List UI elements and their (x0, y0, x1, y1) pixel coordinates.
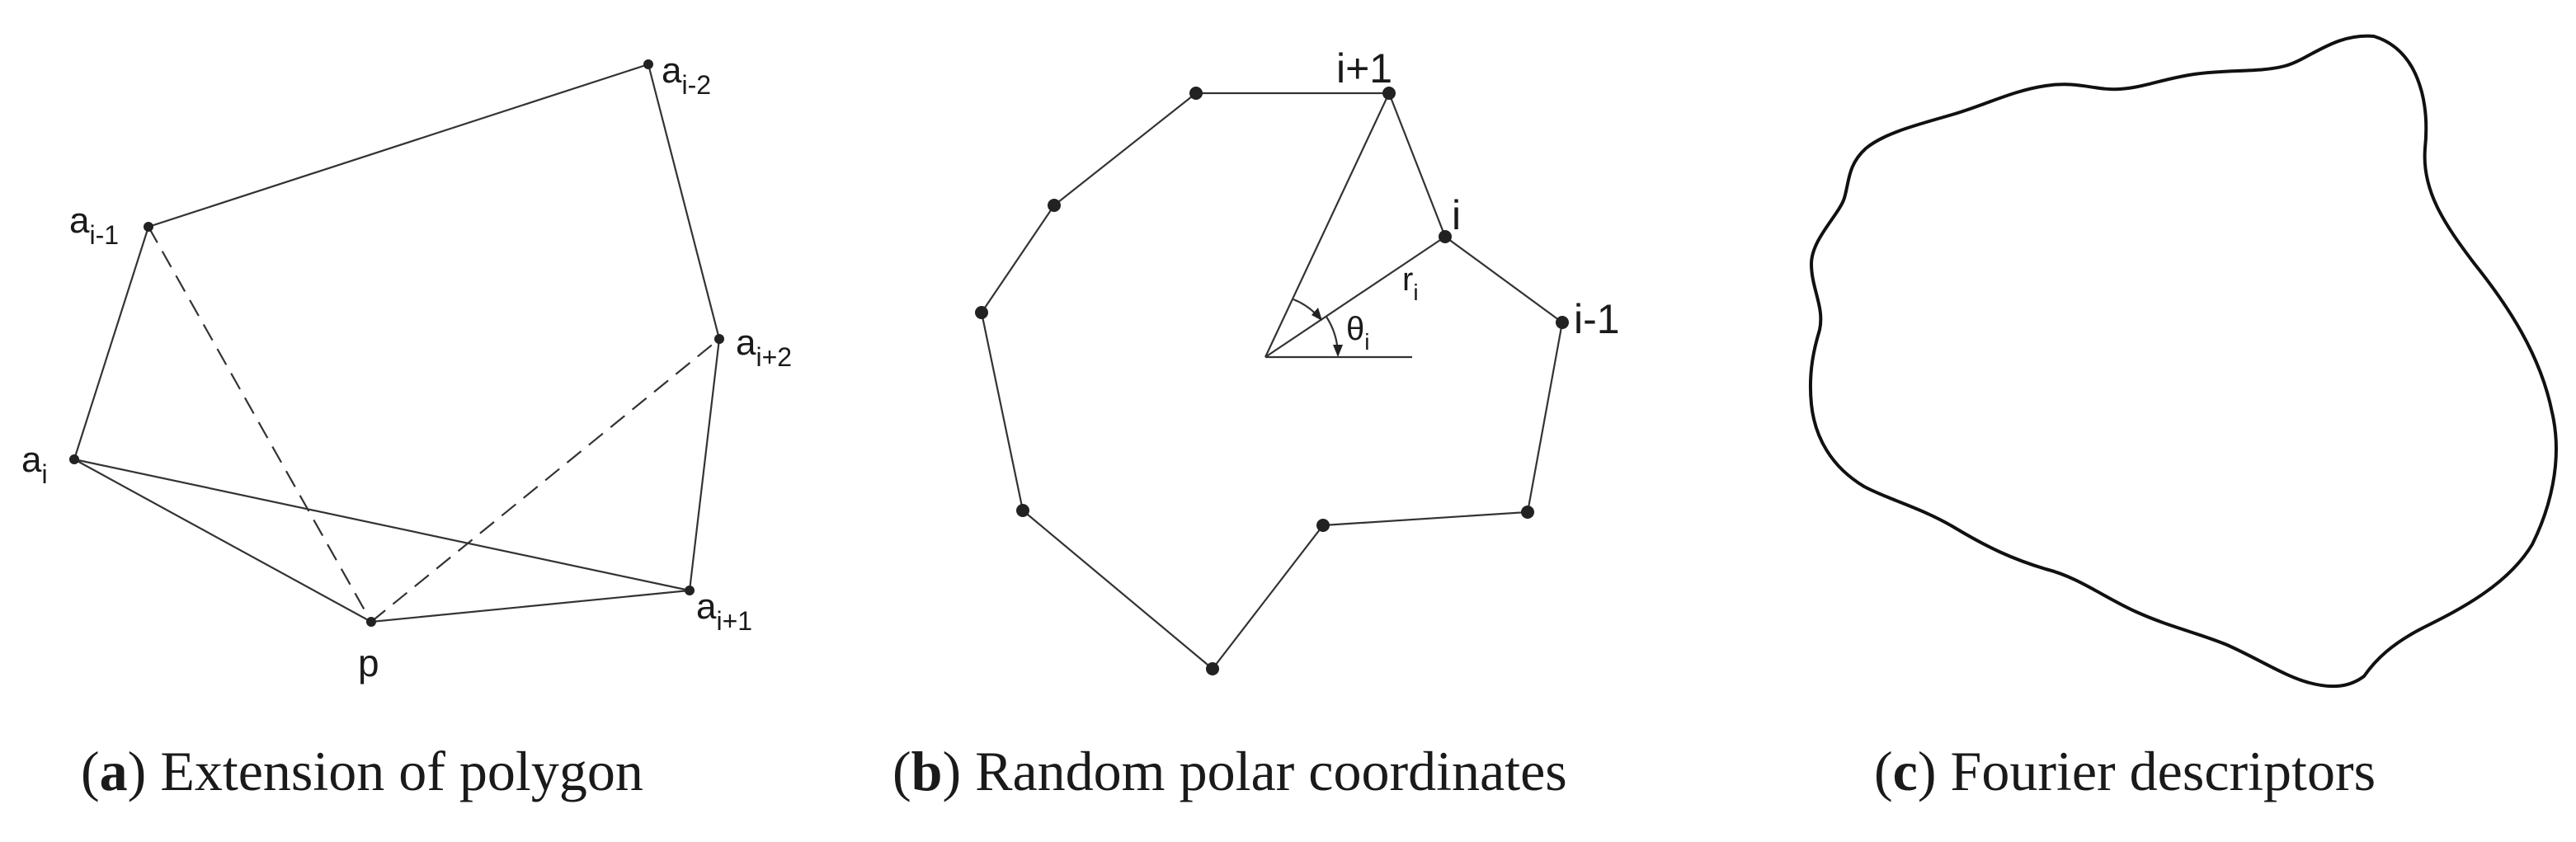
label-b-angle: θi (1346, 311, 1369, 355)
label-a-i: ai (21, 440, 48, 489)
caption-c: (c) Fourier descriptors (1874, 740, 2376, 802)
panel-a: ai-2 ai-1 ai ai+2 ai+1 p (a) Extension o… (21, 50, 792, 802)
vertex-a-im1 (144, 222, 153, 232)
panel-b-angle-arrow-theta (1333, 345, 1343, 357)
vertex-b-9 (975, 306, 988, 319)
panel-b-polygon (980, 92, 1564, 670)
label-a-im2: ai-2 (662, 50, 711, 100)
label-a-ip1: ai+1 (696, 586, 752, 636)
label-b-im1: i-1 (1574, 296, 1620, 342)
vertex-b-8 (1016, 504, 1029, 517)
label-b-i: i (1452, 192, 1461, 238)
panel-a-dashed-edge-2 (370, 338, 720, 623)
vertex-b-10 (1048, 199, 1061, 212)
vertex-b-im1 (1556, 316, 1569, 329)
panel-b-radius-ip1 (1264, 92, 1390, 358)
vertex-b-ip1 (1382, 87, 1396, 100)
vertex-b-1 (1189, 87, 1203, 100)
caption-b: (b) Random polar coordinates (892, 740, 1567, 802)
panel-b: i+1 i i-1 ri θi (b) Random polar coordin… (892, 45, 1620, 802)
label-p: p (358, 642, 379, 684)
panel-a-polygon-edges (73, 63, 721, 623)
vertex-b-6 (1316, 519, 1330, 532)
vertex-a-ip1 (685, 586, 695, 595)
vertex-b-i (1439, 230, 1452, 243)
panel-c: (c) Fourier descriptors (1808, 34, 2558, 802)
vertex-b-5 (1521, 506, 1534, 519)
label-a-im1: ai-1 (69, 200, 119, 250)
panel-b-radius-i (1264, 236, 1446, 358)
label-a-ip2: ai+2 (736, 322, 792, 372)
vertex-a-im2 (643, 59, 653, 69)
label-b-radius: ri (1402, 261, 1419, 305)
vertex-a-i (69, 454, 79, 464)
fourier-shape-outline (1808, 34, 2558, 689)
label-b-ip1: i+1 (1336, 45, 1392, 92)
vertex-a-ip2 (714, 334, 724, 344)
vertex-b-7 (1206, 662, 1219, 675)
panel-a-dashed-edge-1 (148, 226, 372, 623)
vertex-p (366, 617, 376, 627)
panel-b-angle-arrow-step (1312, 308, 1322, 321)
caption-a: (a) Extension of polygon (81, 740, 643, 802)
